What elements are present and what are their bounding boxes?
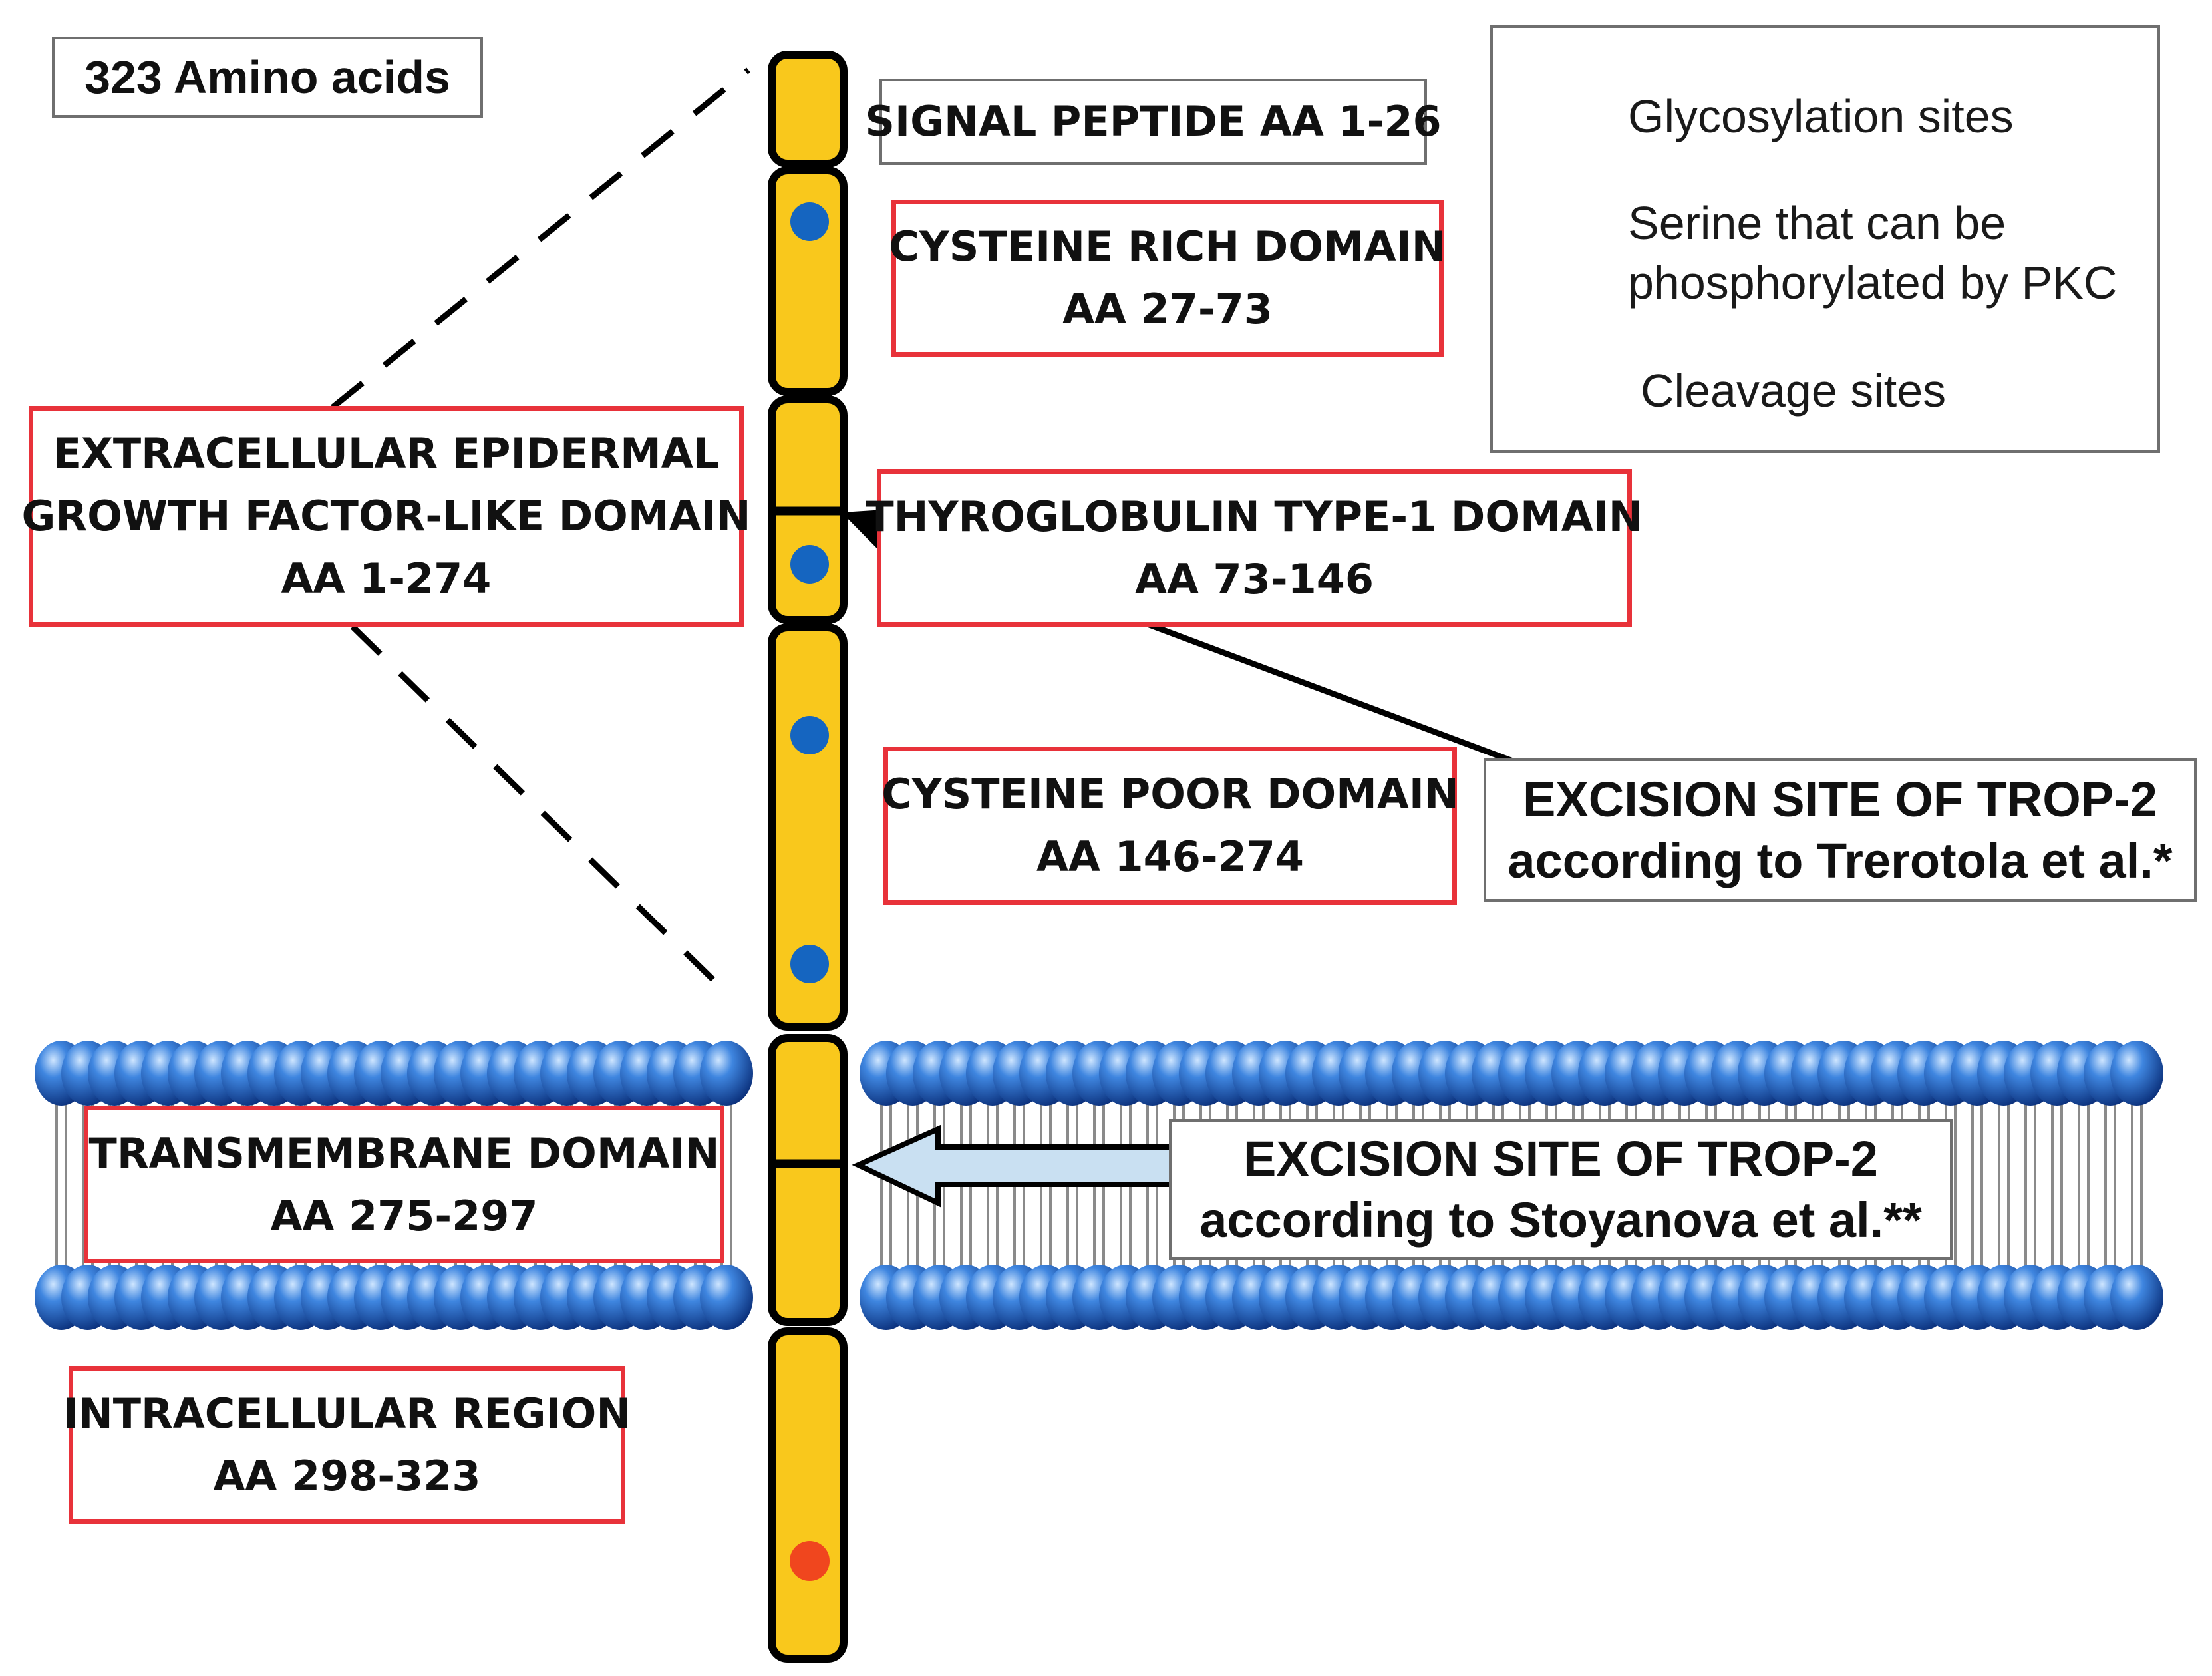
cysteine-rich-range: AA 27-73 <box>1062 285 1273 333</box>
excision-stoyanova-title: EXCISION SITE OF TROP-2 <box>1243 1131 1878 1186</box>
membrane-outer-leaflet <box>35 1041 2163 1106</box>
extracellular-egf-title-line1: EXTRACELLULAR EPIDERMAL <box>53 429 720 478</box>
protein-chain <box>768 51 848 1663</box>
lipid-head <box>700 1041 753 1106</box>
lipid-head <box>2110 1265 2163 1330</box>
legend-serine-label: Serine that can be phosphorylated by PKC <box>1628 193 2117 313</box>
segment-signal-peptide <box>768 51 848 168</box>
cysteine-poor-domain-box: CYSTEINE POOR DOMAIN AA 146-274 <box>881 747 1459 905</box>
transmembrane-title: TRANSMEMBRANE DOMAIN <box>88 1128 720 1178</box>
glycosylation-dot <box>790 716 829 754</box>
intracellular-title: INTRACELLULAR REGION <box>63 1389 631 1438</box>
excision-trerotola-title: EXCISION SITE OF TROP-2 <box>1523 771 2157 827</box>
legend-glycosylation-label: Glycosylation sites <box>1628 90 2014 142</box>
glycosylation-dot <box>790 545 829 584</box>
dashed-bracket-upper <box>331 67 750 410</box>
thyroglobulin-domain-box: THYROGLOBULIN TYPE-1 DOMAIN AA 73-146 <box>866 469 1643 627</box>
legend-cleavage-label: Cleavage sites <box>1641 365 1947 417</box>
amino-acid-count-label: 323 Amino acids <box>84 51 450 103</box>
serine-phosphorylation-dot <box>790 1541 830 1581</box>
transmembrane-range: AA 275-297 <box>270 1191 538 1240</box>
legend-serine-line1: Serine that can be <box>1628 197 2006 249</box>
cysteine-rich-title: CYSTEINE RICH DOMAIN <box>889 222 1446 271</box>
thyroglobulin-range: AA 73-146 <box>1135 554 1374 603</box>
lipid-head <box>2110 1041 2163 1106</box>
membrane-inner-leaflet <box>35 1265 2163 1330</box>
thyroglobulin-title: THYROGLOBULIN TYPE-1 DOMAIN <box>866 492 1643 541</box>
excision-trerotola-citation: according to Trerotola et al.* <box>1507 832 2173 888</box>
signal-peptide-box: SIGNAL PEPTIDE AA 1-26 <box>865 79 1442 165</box>
glycosylation-dot <box>790 945 829 983</box>
extracellular-egf-domain-box: EXTRACELLULAR EPIDERMAL GROWTH FACTOR-LI… <box>21 406 751 627</box>
legend: Glycosylation sites Serine that can be p… <box>1490 25 2160 453</box>
segment-transmembrane <box>768 1034 848 1326</box>
cysteine-poor-title: CYSTEINE POOR DOMAIN <box>881 770 1459 818</box>
segment-intracellular <box>768 1327 848 1663</box>
glycosylation-dot <box>790 202 829 241</box>
extracellular-egf-range: AA 1-274 <box>281 554 492 603</box>
dashed-bracket-lower <box>350 624 734 1001</box>
excision-site-trerotola-box: EXCISION SITE OF TROP-2 according to Tre… <box>1484 758 2197 902</box>
excision-stoyanova-citation: according to Stoyanova et al.** <box>1199 1192 1922 1248</box>
extracellular-egf-title-line2: GROWTH FACTOR-LIKE DOMAIN <box>21 492 751 540</box>
cysteine-poor-range: AA 146-274 <box>1036 832 1305 881</box>
excision-site-stoyanova-box: EXCISION SITE OF TROP-2 according to Sto… <box>1169 1119 1953 1260</box>
lipid-head <box>700 1265 753 1330</box>
signal-peptide-label: SIGNAL PEPTIDE AA 1-26 <box>865 97 1442 146</box>
transmembrane-domain-box: TRANSMEMBRANE DOMAIN AA 275-297 <box>84 1106 724 1263</box>
legend-serine-line2: phosphorylated by PKC <box>1628 257 2118 309</box>
amino-acid-count-box: 323 Amino acids <box>52 37 483 118</box>
cysteine-rich-domain-box: CYSTEINE RICH DOMAIN AA 27-73 <box>889 200 1446 357</box>
intracellular-region-box: INTRACELLULAR REGION AA 298-323 <box>63 1366 631 1524</box>
intracellular-range: AA 298-323 <box>213 1451 481 1500</box>
